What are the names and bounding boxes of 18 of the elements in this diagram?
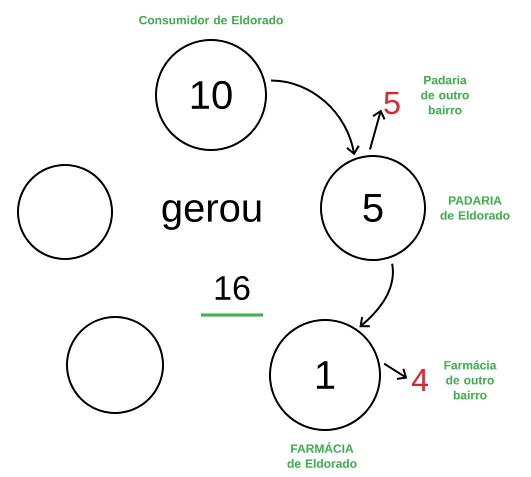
circle-node: 10 xyxy=(155,39,267,151)
circle-node: 1 xyxy=(269,319,381,431)
number-text: 5 xyxy=(384,92,400,114)
arrow xyxy=(271,80,360,156)
caption-text: Farmácia de outro bairro xyxy=(444,360,496,400)
label-text: 16 xyxy=(216,276,250,300)
caption-text: Consumidor de Eldorado xyxy=(139,16,283,24)
caption-text: PADARIA de Eldorado xyxy=(440,196,510,220)
empty-circle xyxy=(66,316,164,414)
caption-text: Padaria de outro bairro xyxy=(421,76,469,114)
arrow xyxy=(369,110,386,150)
empty-circle xyxy=(17,164,113,260)
arrow xyxy=(359,264,394,328)
arrow xyxy=(384,362,408,380)
number-text: 4 xyxy=(412,369,428,391)
circle-node: 5 xyxy=(320,155,426,261)
caption-text: FARMÁCIA de Eldorado xyxy=(287,442,357,468)
label-text: gerou xyxy=(162,200,260,230)
